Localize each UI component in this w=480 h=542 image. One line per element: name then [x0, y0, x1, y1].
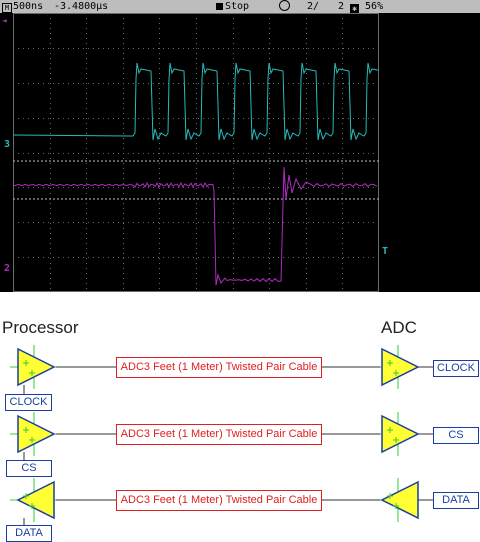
processor-heading: Processor: [2, 318, 79, 337]
adc-clock-label: CLOCK: [433, 360, 479, 377]
processor-buffer-triangle: [17, 347, 56, 387]
processor-buffer-triangle: [17, 414, 56, 454]
processor-data-label: DATA: [6, 525, 52, 542]
run-state-indicator[interactable]: Stop: [216, 0, 249, 13]
processor-clock-label: CLOCK: [5, 394, 52, 411]
cable-label-cs: ADC3 Feet (1 Meter) Twisted Pair Cable: [116, 424, 322, 445]
cable-label-data: ADC3 Feet (1 Meter) Twisted Pair Cable: [116, 490, 322, 511]
trigger-level-marker: T: [382, 246, 389, 257]
channel-3-marker: 3: [4, 139, 11, 150]
channel-3-waveform: [13, 62, 379, 141]
acquisition-total: 2: [338, 1, 345, 12]
channel-2-marker: 2: [4, 263, 11, 274]
acquire-icon: [279, 0, 290, 13]
brightness-readout: ✱ 56%: [350, 0, 383, 13]
position-readout: -3.4800µs: [54, 1, 109, 12]
brightness-gear-icon: ✱: [350, 4, 359, 13]
stop-square-icon: [216, 3, 223, 10]
graticule-border: [13, 13, 379, 292]
waveform-display: [13, 13, 379, 292]
adc-cs-label: CS: [433, 427, 479, 444]
adc-buffer-triangle: [381, 414, 420, 454]
adc-data-label: DATA: [433, 492, 479, 509]
channel-2-waveform: [13, 166, 378, 286]
adc-buffer-triangle: [381, 347, 420, 387]
adc-heading: ADC: [381, 318, 417, 337]
adc-buffer-triangle: [380, 480, 419, 520]
graticule: [13, 13, 379, 292]
cable-label-clock: ADC3 Feet (1 Meter) Twisted Pair Cable: [116, 357, 322, 378]
menu-m-icon: M: [2, 3, 12, 13]
processor-buffer-triangle: [16, 480, 55, 520]
trigger-position-icon: ◄: [2, 16, 7, 25]
processor-cs-label: CS: [6, 460, 52, 477]
acquisition-counter: 2/: [307, 1, 320, 12]
